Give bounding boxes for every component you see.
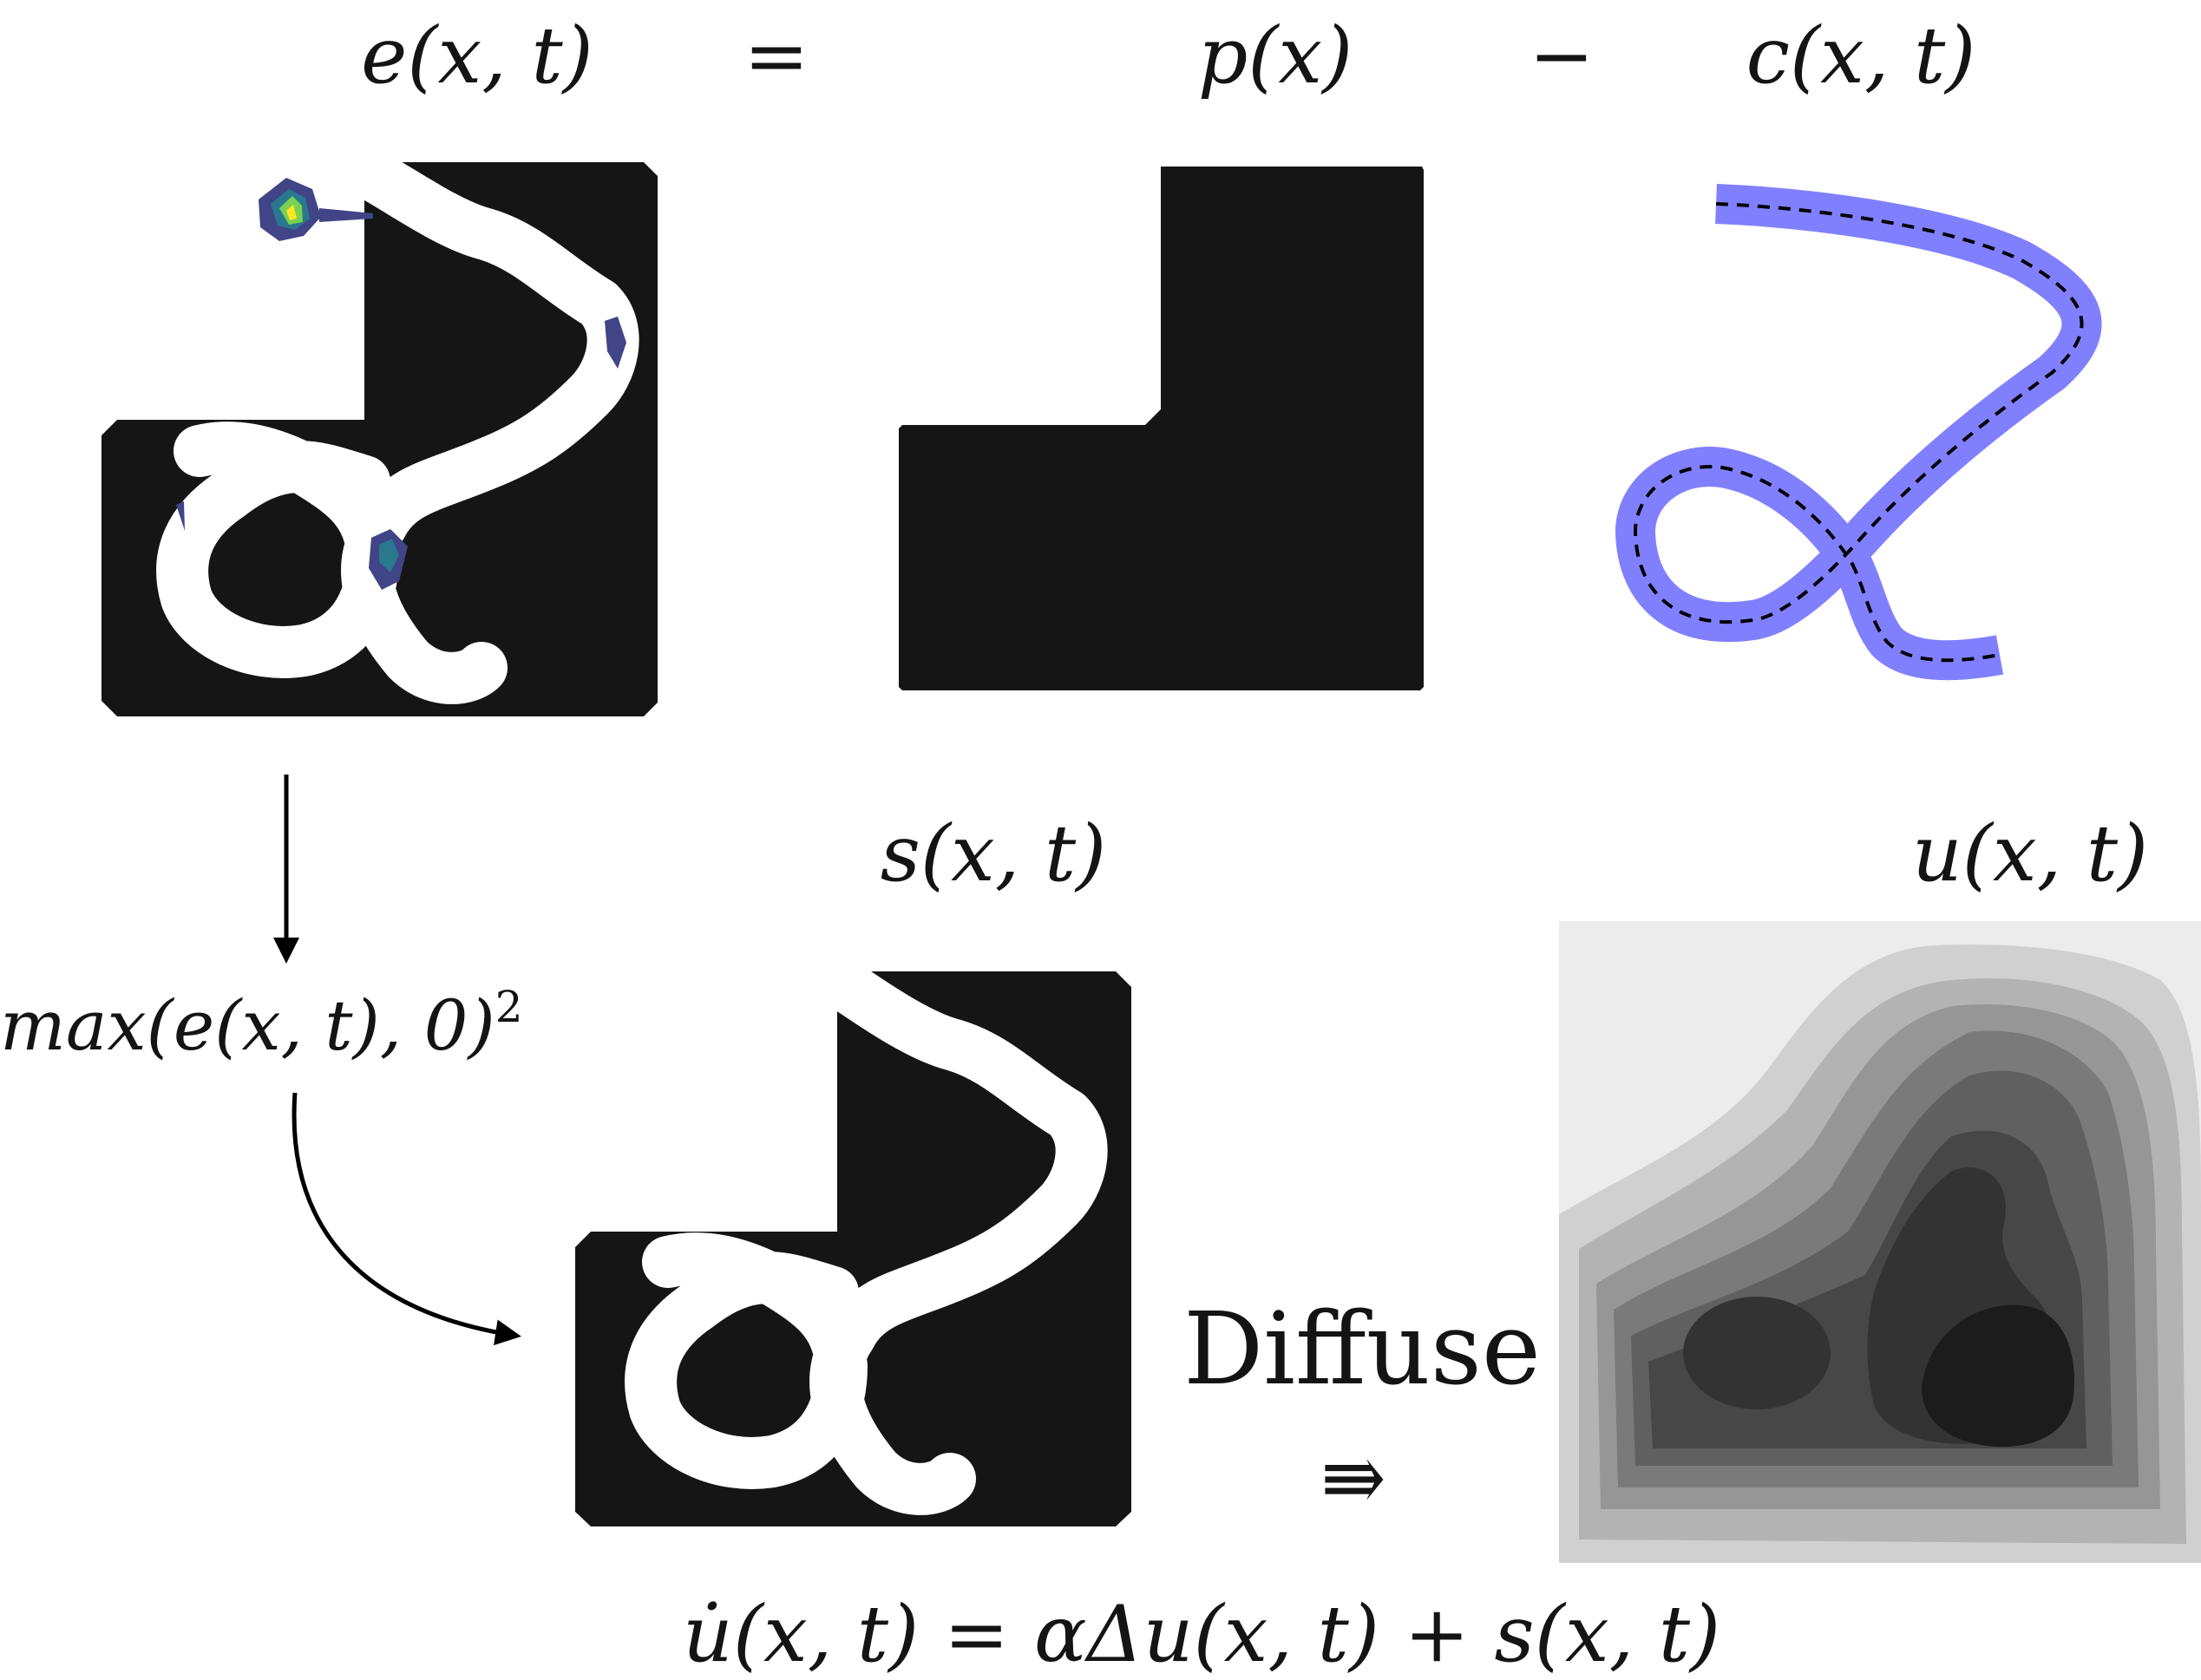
- max-expr-body: max(e(x, t), 0): [0, 985, 495, 1066]
- label-u-func: u(x, t): [1912, 808, 2148, 899]
- label-implies-arrow: ⇛: [1320, 1433, 1385, 1524]
- region-shape-s: [575, 971, 1131, 1526]
- arrow-curved: [292, 1092, 521, 1346]
- hotspot-tail: [319, 208, 373, 222]
- white-track-e: [156, 152, 639, 704]
- label-diffuse: Diffuse: [1183, 1291, 1541, 1408]
- label-equals: =: [743, 10, 809, 101]
- max-expr-exponent: 2: [495, 982, 523, 1032]
- label-e-func: e(x, t): [361, 10, 593, 101]
- region-shape-e: [102, 162, 658, 716]
- label-s-func: s(x, t): [881, 808, 1107, 899]
- hotspot-top-left-core: [286, 205, 297, 220]
- label-p-func: p(x): [1198, 10, 1353, 101]
- label-max-expr: max(e(x, t), 0)2: [0, 982, 523, 1066]
- label-c-func: c(x, t): [1746, 10, 1976, 101]
- label-pde: u̇(x, t) = αΔu(x, t) + s(x, t): [683, 1589, 1720, 1680]
- panel-error-field: [102, 152, 658, 716]
- diffusion-core-right: [1922, 1304, 2074, 1448]
- hotspot-center-inner: [379, 539, 399, 572]
- panel-path-coverage: [1615, 184, 2102, 681]
- path-centerline: [1633, 202, 2084, 663]
- region-shape-p: [899, 167, 1424, 690]
- path-band: [1615, 184, 2102, 681]
- panel-source-field: [575, 963, 1131, 1526]
- hotspot-right: [605, 317, 626, 369]
- label-minus: −: [1529, 10, 1594, 101]
- hotspot-left: [176, 501, 185, 531]
- panel-diffused-field: [1559, 921, 2201, 1563]
- diffusion-core-left: [1683, 1297, 1831, 1409]
- white-track-s: [625, 963, 1108, 1515]
